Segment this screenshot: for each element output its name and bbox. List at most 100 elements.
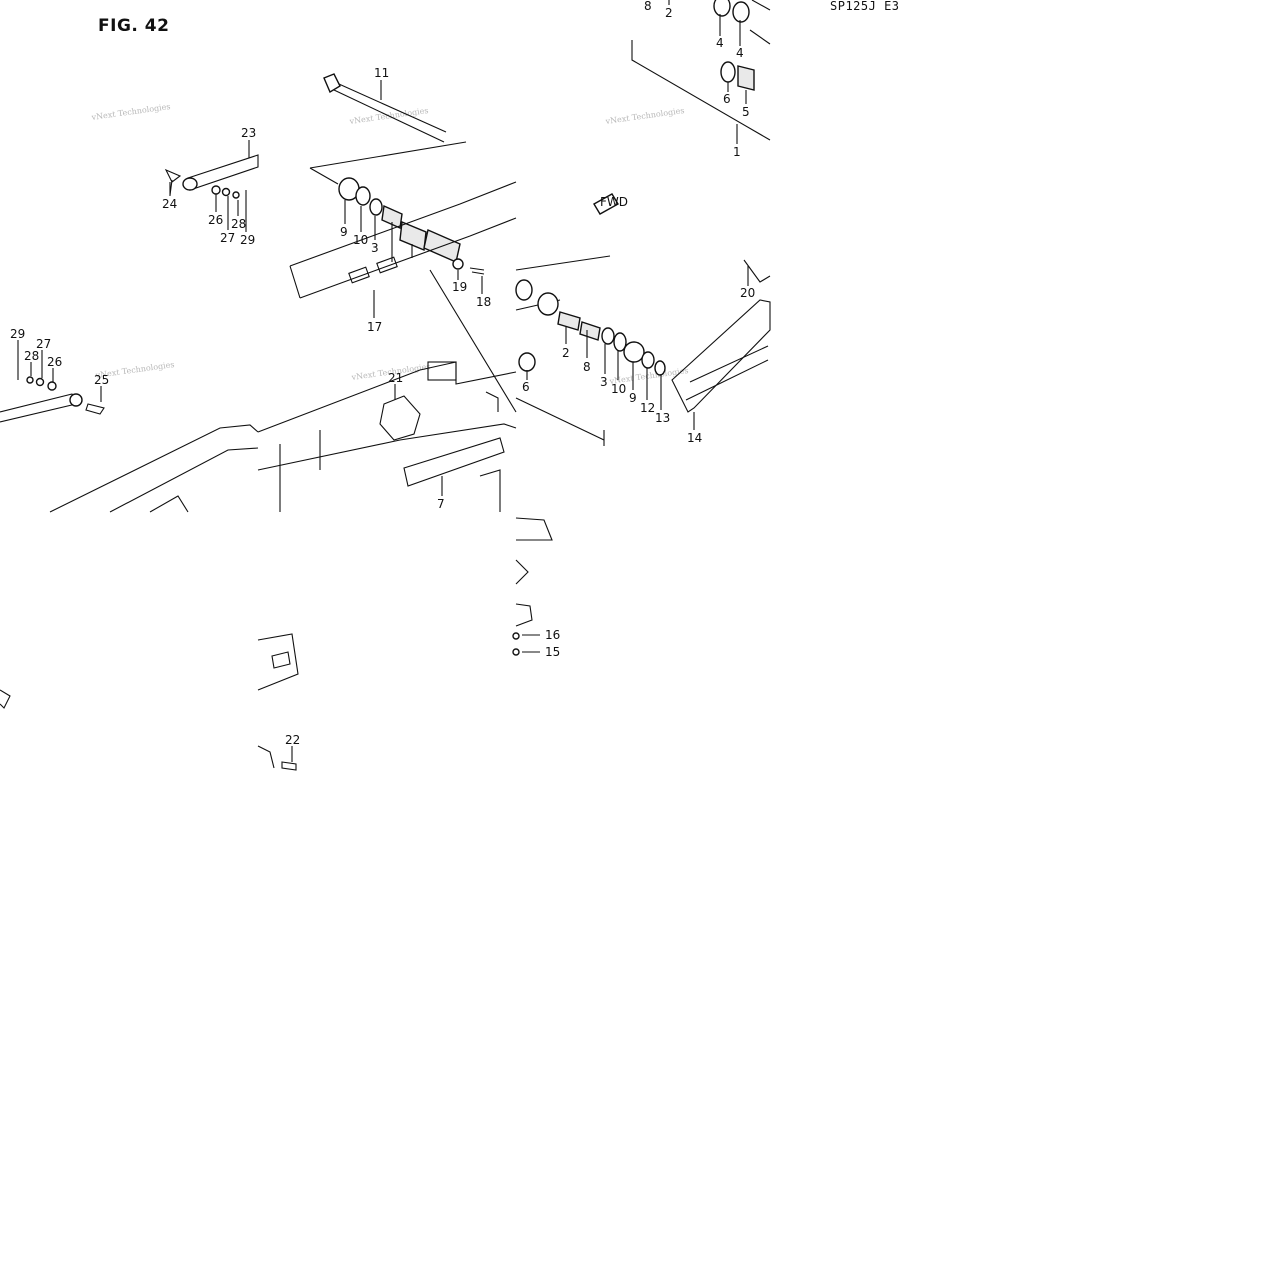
nut-16 [512, 632, 520, 640]
callout-4: 4 [716, 36, 724, 50]
bracket [479, 469, 501, 512]
swingarm-cross [279, 430, 321, 512]
callout-5: 5 [742, 105, 750, 119]
oil-seal-3 [369, 198, 383, 216]
swingarm-arm-14 [671, 299, 771, 413]
callout-24: 24 [162, 197, 177, 211]
callout-labels: 8 2 4 4 6 5 1 11 23 24 26 28 27 29 9 10 … [10, 0, 755, 747]
lower-torque-rod [0, 393, 77, 423]
partial-shape [515, 559, 529, 585]
swingarm-edge [49, 424, 259, 513]
callout-23: 23 [241, 126, 256, 140]
shaft-head [323, 73, 341, 94]
needle-bearing-5 [737, 65, 755, 91]
collar [537, 292, 559, 316]
nut-26 [47, 381, 57, 391]
bolt-25 [85, 403, 105, 415]
assembly-bracket-1 [631, 40, 771, 141]
oil-seal-3 [601, 327, 615, 345]
callout-29: 29 [10, 327, 25, 341]
lower-rod-group [0, 364, 259, 709]
partial-shape [0, 689, 11, 709]
seal-4 [713, 0, 731, 17]
callout-6: 6 [522, 380, 530, 394]
fwd-label: FWD [600, 195, 628, 209]
model-code: SP125J E3 [830, 0, 900, 13]
callout-9: 9 [340, 225, 348, 239]
guide-slot [271, 651, 291, 669]
figure-title: FIG. 42 [98, 16, 170, 36]
nut-13 [654, 360, 666, 376]
washer-28 [232, 191, 240, 199]
partial-shape [515, 603, 533, 627]
washer-9 [623, 341, 645, 363]
washer-27 [221, 187, 231, 197]
callout-8: 8 [583, 360, 591, 374]
washer-27 [35, 377, 45, 387]
washer-28 [26, 376, 34, 384]
callout-11: 11 [374, 66, 389, 80]
callout-6: 6 [723, 92, 731, 106]
callout-10: 10 [611, 382, 626, 396]
decal-plate [403, 437, 505, 487]
frame-member-17 [289, 181, 517, 299]
washer-19 [452, 258, 464, 270]
bracket-20 [743, 259, 771, 283]
bushing-8 [579, 321, 601, 341]
callout-26: 26 [47, 355, 62, 369]
watermark: vNext Technologies [90, 102, 171, 122]
watermarks: vNext Technologies vNext Technologies vN… [90, 102, 689, 386]
callout-20: 20 [740, 286, 755, 300]
rod-eye [69, 393, 83, 407]
bracket-21 [379, 395, 421, 441]
partial-shape [515, 517, 553, 541]
bracket [485, 391, 499, 412]
callout-13: 13 [655, 411, 670, 425]
washer-15 [512, 648, 520, 656]
callout-29: 29 [240, 233, 255, 247]
callout-14: 14 [687, 431, 702, 445]
swingarm-edge [109, 447, 259, 513]
guide-line [309, 141, 467, 169]
rod-eye [182, 177, 198, 191]
callout-19: 19 [452, 280, 467, 294]
callout-22: 22 [285, 733, 300, 747]
swingarm-edge [149, 495, 189, 513]
callout-10: 10 [353, 233, 368, 247]
oil-seal-6 [518, 352, 536, 372]
callout-1: 1 [733, 145, 741, 159]
callout-17: 17 [367, 320, 382, 334]
housing [749, 0, 771, 45]
guide-line [309, 167, 339, 185]
oil-seal-6 [720, 61, 736, 83]
fwd-arrow [593, 193, 619, 215]
watermark: vNext Technologies [604, 106, 685, 126]
seal-4 [732, 1, 750, 23]
guide-line [515, 397, 605, 446]
pivot-shaft-11 [329, 79, 447, 143]
torque-rod [187, 154, 259, 191]
callout-25: 25 [94, 373, 109, 387]
callout-3: 3 [371, 241, 379, 255]
callout-26: 26 [208, 213, 223, 227]
callout-28: 28 [24, 349, 39, 363]
frame-slot [376, 256, 398, 274]
washer-10 [613, 332, 627, 352]
callout-8: 8 [644, 0, 652, 13]
callout-3: 3 [600, 375, 608, 389]
guide-line [429, 269, 517, 413]
bolt-22 [281, 761, 297, 771]
bushing [399, 220, 427, 252]
washer-12 [641, 351, 655, 369]
adjuster-slot [427, 361, 457, 381]
callout-18: 18 [476, 295, 491, 309]
callout-9: 9 [629, 391, 637, 405]
callout-15: 15 [545, 645, 560, 659]
frame-end [289, 265, 301, 299]
frame-slot [348, 266, 370, 284]
bolt-24 [164, 168, 182, 196]
callout-7: 7 [437, 497, 445, 511]
swingarm-rib [257, 423, 517, 471]
seal [515, 279, 533, 301]
